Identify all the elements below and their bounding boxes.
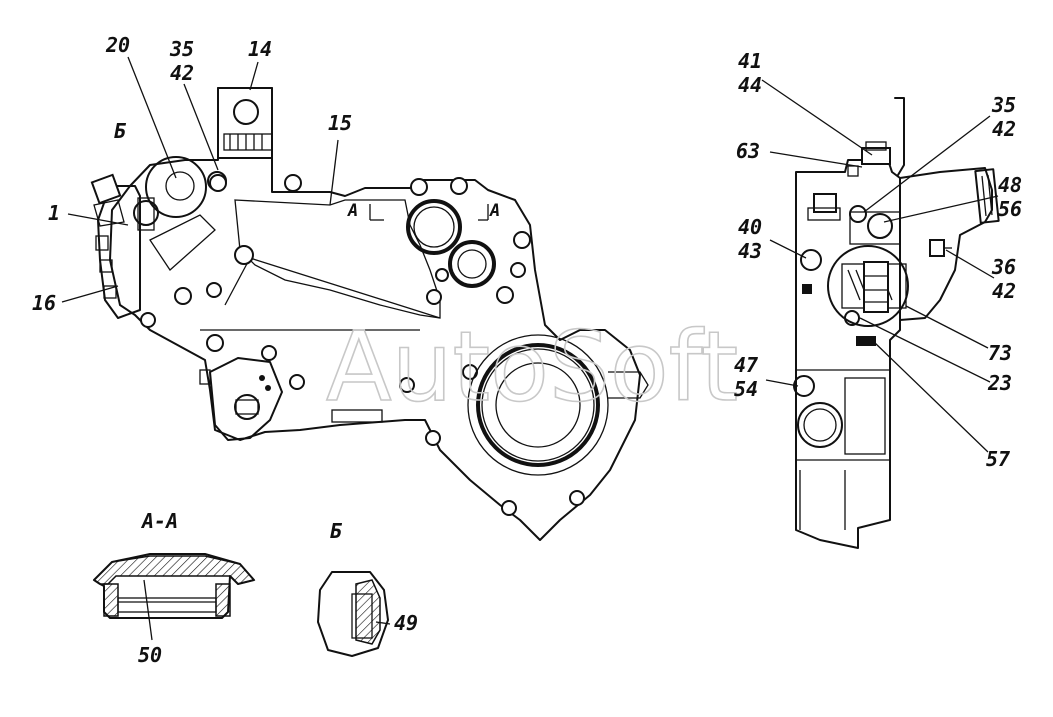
callout-48: 48 [998,173,1022,197]
callout-44: 44 [738,73,762,97]
callout-49: 49 [394,611,418,635]
callout-41: 41 [738,49,762,73]
callout-35-top-left: 35 [169,37,194,61]
side-view-drawing [793,97,1000,549]
view-b-drawing [317,571,389,657]
callout-40: 40 [738,215,762,239]
callout-73: 73 [988,341,1012,365]
callout-16: 16 [32,291,56,315]
callout-23: 23 [987,371,1012,395]
section-a-marker-right: A [489,201,500,221]
callout-20: 20 [105,33,130,57]
view-b-marker: Б [114,119,127,143]
callout-43: 43 [738,239,762,263]
callout-42-right-top: 42 [992,117,1016,141]
section-a-marker-left: A [347,201,358,221]
callout-54: 54 [734,377,758,401]
watermark: AutoSoft [326,311,738,423]
callout-14: 14 [248,37,272,61]
callout-63: 63 [736,139,760,163]
callout-35-right: 35 [991,93,1016,117]
section-labels: A-A Б Б A A [114,119,500,543]
callout-50: 50 [138,643,162,667]
leader-lines [61,56,999,641]
callout-56: 56 [998,197,1022,221]
callout-15: 15 [328,111,352,135]
callout-47: 47 [734,353,758,377]
section-aa-drawing [92,553,256,619]
callout-42-right-mid: 42 [992,279,1016,303]
callout-labels: 20 35 42 14 15 1 16 41 44 63 35 42 48 56… [32,33,1022,667]
front-cover-drawing [90,87,649,541]
callout-57: 57 [986,447,1010,471]
callout-42-top-left: 42 [170,61,194,85]
view-b-title: Б [330,519,343,543]
section-aa-title: A-A [140,509,178,533]
callout-36: 36 [991,255,1016,279]
callout-1: 1 [48,201,60,225]
